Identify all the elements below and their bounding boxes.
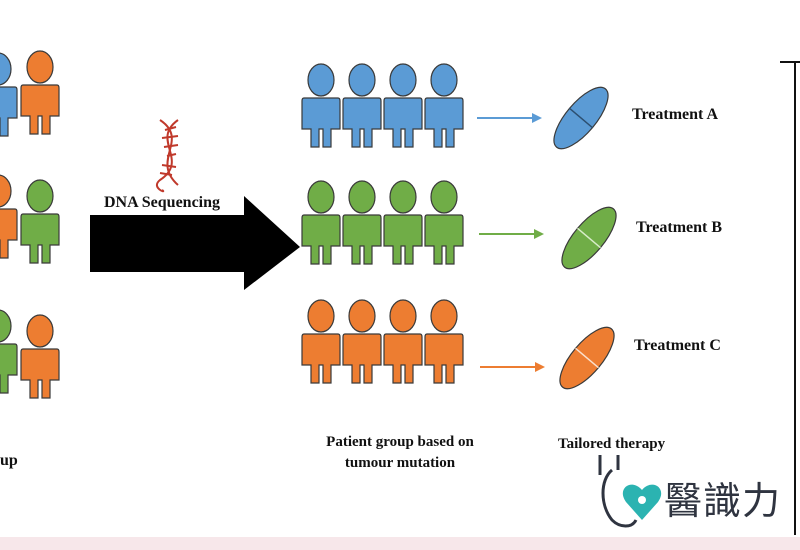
person-figure bbox=[20, 314, 60, 399]
person-figure bbox=[0, 52, 18, 137]
logo-text: 醫識力 bbox=[664, 479, 782, 523]
sequencing-arrow bbox=[90, 196, 300, 290]
person-figure bbox=[424, 63, 464, 148]
person-figure bbox=[383, 180, 423, 265]
pill-icon-a bbox=[553, 86, 609, 150]
person-figure bbox=[342, 299, 382, 384]
bottom-band bbox=[0, 537, 800, 550]
person-figure bbox=[301, 180, 341, 265]
patient-group-caption: Patient group based on tumour mutation bbox=[300, 432, 500, 474]
person-figure bbox=[424, 299, 464, 384]
person-figure bbox=[20, 179, 60, 264]
person-figure bbox=[342, 180, 382, 265]
patient-group-orange bbox=[301, 299, 464, 384]
person-figure bbox=[0, 174, 18, 259]
person-figure bbox=[301, 63, 341, 148]
treatment-a-label: Treatment A bbox=[632, 106, 719, 123]
person-figure bbox=[383, 63, 423, 148]
group-label-partial: up bbox=[0, 452, 18, 469]
arrow-to-treatment-c bbox=[480, 362, 545, 372]
arrow-to-treatment-b bbox=[479, 229, 544, 239]
treatment-c-label: Treatment C bbox=[634, 337, 721, 354]
population-left bbox=[0, 50, 60, 399]
dna-helix-icon bbox=[155, 119, 179, 193]
person-figure bbox=[383, 299, 423, 384]
person-figure bbox=[20, 50, 60, 135]
pill-icon-c bbox=[559, 326, 615, 390]
person-figure bbox=[301, 299, 341, 384]
right-bracket bbox=[780, 61, 800, 535]
stethoscope-heart-icon bbox=[598, 455, 662, 528]
patient-group-blue bbox=[301, 63, 464, 148]
person-figure bbox=[424, 180, 464, 265]
patient-group-caption-line1: Patient group based on bbox=[326, 434, 474, 450]
arrow-to-treatment-a bbox=[477, 113, 542, 123]
patient-group-caption-line2: tumour mutation bbox=[344, 455, 456, 471]
person-figure bbox=[342, 63, 382, 148]
pill-icon-b bbox=[561, 206, 617, 270]
tailored-therapy-label: Tailored therapy bbox=[558, 436, 666, 452]
patient-group-green bbox=[301, 180, 464, 265]
dna-sequencing-label: DNA Sequencing bbox=[104, 194, 221, 211]
person-figure bbox=[0, 309, 18, 394]
treatment-b-label: Treatment B bbox=[636, 219, 723, 236]
